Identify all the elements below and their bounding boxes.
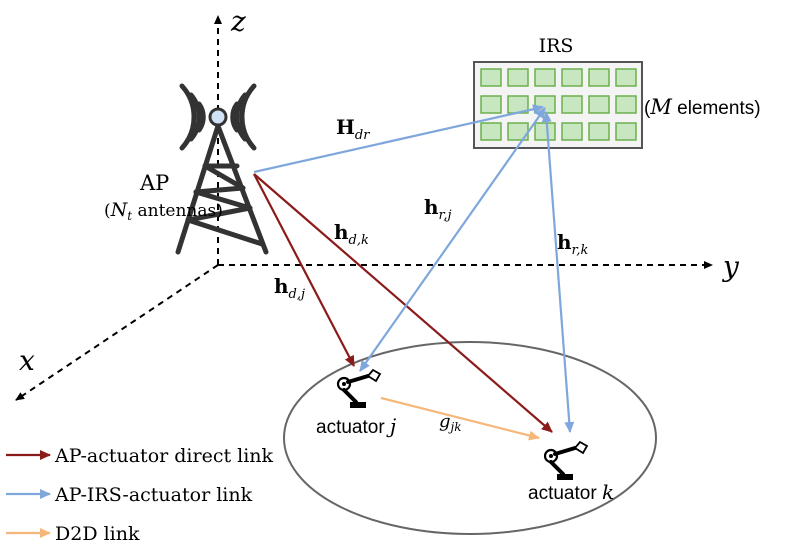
irs-element	[480, 122, 502, 141]
channel-label-h-rk: hr,k	[557, 230, 588, 258]
irs-element	[615, 122, 637, 141]
robot-arm-icon-j	[336, 368, 382, 408]
channel-label-g-jk: gjk	[439, 411, 462, 434]
irs-element	[480, 95, 502, 114]
channel-label-H-dr: Hdr	[336, 115, 370, 143]
ap-tower-icon	[175, 83, 269, 255]
legend-item-irs: AP-IRS-actuator link	[6, 484, 253, 506]
legend-item-d2d: D2D link	[6, 523, 140, 545]
irs-panel: IRS (M elements)	[473, 35, 761, 149]
irs-element	[588, 68, 610, 87]
channel-label-h-rj: hr,j	[424, 195, 452, 223]
svg-text:AP-actuator direct link: AP-actuator direct link	[54, 445, 274, 467]
direct-link-h-dj	[253, 173, 355, 367]
direct-link-h-dk	[253, 173, 553, 433]
irs-element	[534, 68, 556, 87]
irs-link-h-rk	[541, 111, 575, 433]
ap-label: AP	[139, 171, 169, 195]
irs-element	[615, 68, 637, 87]
irs-link-h-rj	[359, 107, 546, 372]
coverage-area-ellipse	[283, 341, 657, 535]
irs-element	[561, 68, 583, 87]
irs-element	[561, 95, 583, 114]
svg-text:AP-IRS-actuator link: AP-IRS-actuator link	[54, 484, 253, 506]
channel-label-h-dk: hd,k	[334, 220, 369, 248]
irs-element	[534, 122, 556, 141]
ap-antennas-label: (Nt antennas)	[104, 199, 223, 223]
actuator-j-label: actuator j	[316, 414, 396, 438]
irs-element	[588, 122, 610, 141]
irs-element	[534, 95, 556, 114]
x-axis-label: x	[19, 344, 35, 377]
svg-text:D2D link: D2D link	[55, 523, 140, 545]
d2d-link-g-jk	[380, 396, 540, 441]
irs-elements-label: (M elements)	[644, 95, 761, 119]
z-axis-label: z	[230, 5, 246, 38]
legend: AP-actuator direct link AP-IRS-actuator …	[6, 445, 274, 545]
actuator-k-label: actuator k	[528, 480, 614, 504]
channel-label-h-dj: hd,j	[274, 274, 305, 302]
irs-element	[507, 68, 529, 87]
irs-element	[588, 95, 610, 114]
irs-label: IRS	[539, 35, 574, 57]
signal-waves-icon	[179, 83, 257, 151]
y-axis-label: y	[721, 250, 740, 283]
legend-item-direct: AP-actuator direct link	[6, 445, 274, 467]
x-axis	[15, 264, 219, 401]
irs-element	[561, 122, 583, 141]
irs-element	[480, 68, 502, 87]
irs-element	[615, 95, 637, 114]
robot-arm-icon-k	[543, 440, 589, 480]
